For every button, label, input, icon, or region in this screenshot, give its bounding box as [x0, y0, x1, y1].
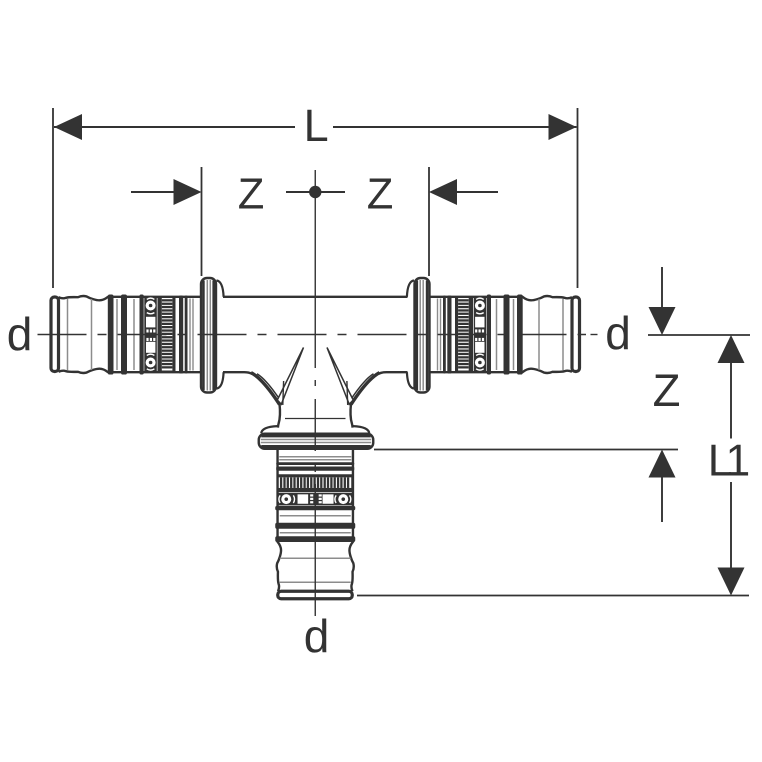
svg-text:Z: Z: [367, 171, 394, 219]
svg-text:d: d: [304, 610, 330, 662]
svg-text:L1: L1: [708, 437, 749, 486]
svg-text:Z: Z: [653, 365, 681, 416]
svg-text:L: L: [304, 100, 329, 151]
svg-text:d: d: [7, 308, 33, 360]
svg-text:Z: Z: [238, 171, 265, 219]
svg-text:d: d: [605, 307, 631, 359]
